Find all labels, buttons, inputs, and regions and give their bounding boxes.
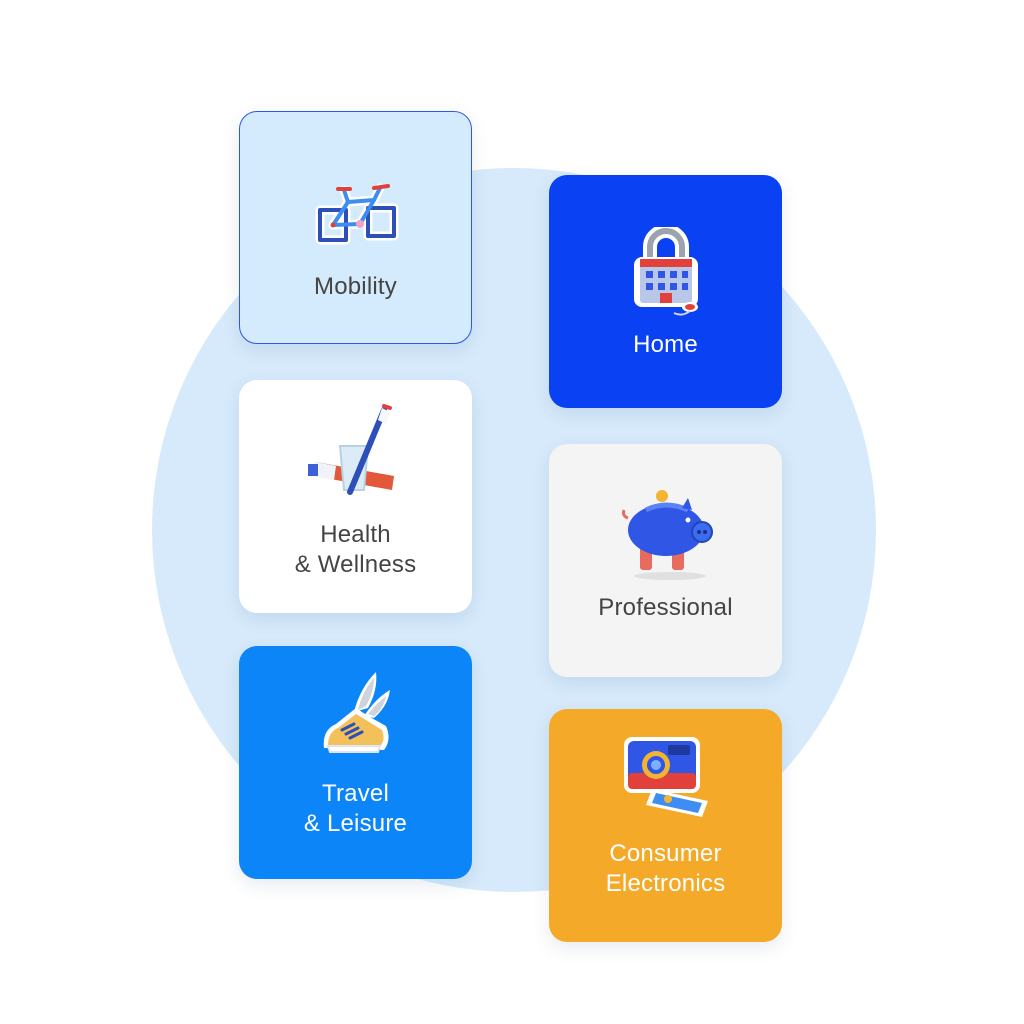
category-tile-electronics[interactable]: Consumer Electronics (549, 709, 782, 942)
category-label: Home (633, 331, 698, 358)
category-label: Consumer Electronics (605, 840, 726, 897)
bicycle-icon (315, 183, 398, 245)
winged-shoe-icon (323, 672, 390, 753)
piggy-bank-icon (621, 490, 713, 580)
category-label: Travel & Leisure (303, 780, 408, 837)
category-tile-health[interactable]: Health & Wellness (239, 380, 472, 613)
padlock-building-icon (633, 227, 698, 316)
category-tile-home[interactable]: Home (549, 175, 782, 408)
instant-camera-icon (623, 737, 708, 817)
toothbrush-icon (307, 404, 394, 495)
category-label: Mobility (314, 273, 397, 300)
category-tile-mobility[interactable]: Mobility (239, 111, 472, 344)
category-label: Professional (598, 594, 733, 621)
category-tile-professional[interactable]: Professional (549, 444, 782, 677)
category-tile-travel[interactable]: Travel & Leisure (239, 646, 472, 879)
category-label: Health & Wellness (294, 521, 417, 578)
